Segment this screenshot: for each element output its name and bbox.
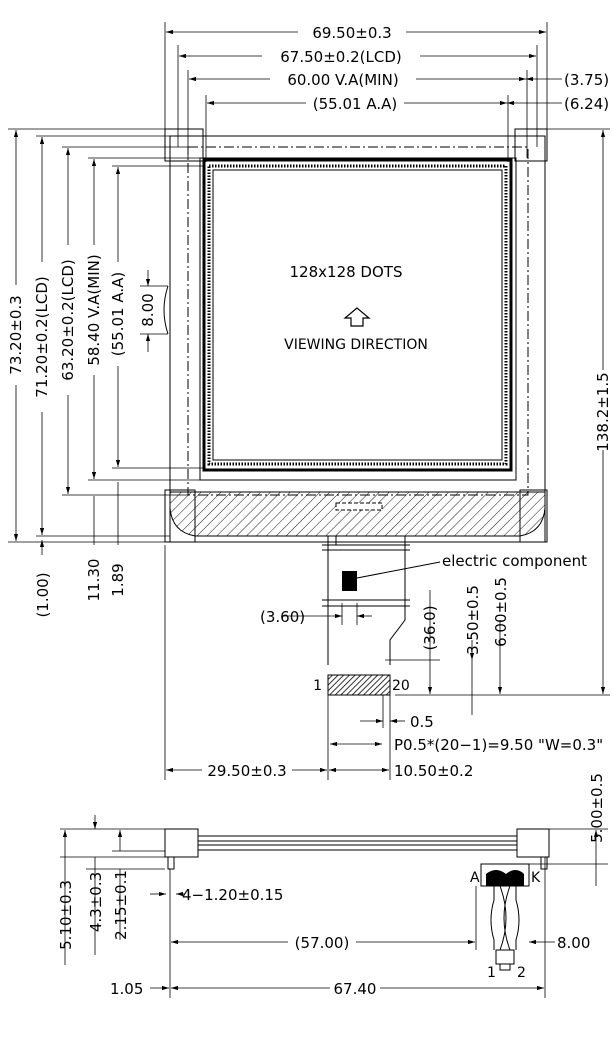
dim-offset-189: 1.89 xyxy=(109,563,127,596)
display-dots-label: 128x128 DOTS xyxy=(290,263,403,281)
dim-notch-800: 8.00 xyxy=(139,293,157,326)
dim-side-510: 5.10±0.3 xyxy=(57,880,75,950)
dim-total-height: 138.2±1.5 xyxy=(594,372,612,451)
electric-component-label: electric component xyxy=(442,552,587,570)
dim-600: 6.00±0.5 xyxy=(492,577,510,647)
dim-lcd-width: 67.50±0.2(LCD) xyxy=(280,48,401,66)
dim-va-width: 60.00 V.A(MIN) xyxy=(287,71,398,89)
dim-side-6740: 67.40 xyxy=(334,980,377,998)
dim-side-43: 4.3±0.3 xyxy=(87,872,105,932)
left-dimensions: 73.20±0.3 71.20±0.2(LCD) 63.20±0.2(LCD) … xyxy=(6,128,204,618)
dim-fpc-360-height: (36.0) xyxy=(421,605,439,650)
electric-component xyxy=(342,571,357,591)
dim-side-500: 5.00±0.5 xyxy=(588,773,606,843)
front-view: 128x128 DOTS VIEWING DIRECTION electric … xyxy=(6,22,613,780)
dim-holes: 4−1.20±0.15 xyxy=(182,886,283,904)
pitch-dimensions: 0.5 P0.5*(20−1)=9.50 "W=0.3" 29.50±0.3 1… xyxy=(164,545,603,780)
module-outline xyxy=(169,135,546,543)
viewing-direction-label: VIEWING DIRECTION xyxy=(284,337,428,353)
dim-side-215: 2.15±0.1 xyxy=(112,870,130,940)
glass-ledge xyxy=(169,491,546,537)
top-dimensions: 69.50±0.3 67.50±0.2(LCD) 60.00 V.A(MIN) … xyxy=(164,22,609,162)
dim-offset-375: (3.75) xyxy=(564,71,609,89)
pin-last-label: 20 xyxy=(392,678,410,694)
anode-label: A xyxy=(470,870,480,886)
dim-fpc-left-offset: 29.50±0.3 xyxy=(207,762,286,780)
dim-350: 3.50±0.5 xyxy=(464,585,482,655)
dim-lcd-height: 63.20±0.2(LCD) xyxy=(59,259,77,380)
dim-va-height: 58.40 V.A(MIN) xyxy=(85,254,103,365)
dim-lcd-total-height: 71.20±0.2(LCD) xyxy=(33,276,51,397)
tab-top-left xyxy=(164,128,204,162)
dim-offset-1130: 11.30 xyxy=(85,559,103,602)
dim-pitch: 0.5 xyxy=(410,713,434,731)
viewing-direction-arrow-icon xyxy=(343,307,371,327)
fpc-cable: electric component 1 20 xyxy=(313,536,587,696)
dim-aa-height: (55.01 A.A) xyxy=(109,272,127,356)
dim-side-800: 8.00 xyxy=(557,934,590,952)
dim-side-5700: (57.00) xyxy=(295,934,350,952)
dim-pitch-formula: P0.5*(20−1)=9.50 "W=0.3" xyxy=(394,736,603,754)
dim-360-width: (3.60) xyxy=(260,608,305,626)
cathode-label: K xyxy=(531,870,541,886)
tab-top-right xyxy=(514,128,548,162)
lcd-outline xyxy=(187,146,529,496)
pin-first-label: 1 xyxy=(313,678,322,694)
dim-outline-width: 69.50±0.3 xyxy=(312,24,391,42)
viewing-area xyxy=(199,157,517,481)
dim-fpc-width: 10.50±0.2 xyxy=(394,762,473,780)
side-view: A K 1 2 5.10±0.3 4.3±0.3 2.15±0.1 4−1.20… xyxy=(57,773,608,998)
right-dimensions: 138.2±1.5 (36.0) 3.50±0.5 6.00±0.5 xyxy=(385,128,613,715)
fpc-connector xyxy=(327,674,391,696)
dim-offset-100: (1.00) xyxy=(34,572,52,617)
dim-side-105: 1.05 xyxy=(110,980,143,998)
led-pin-2: 2 xyxy=(517,965,526,981)
dim-aa-width: (55.01 A.A) xyxy=(313,95,397,113)
dim-offset-624: (6.24) xyxy=(564,95,609,113)
led-pin-1: 1 xyxy=(487,965,496,981)
dim-outline-height: 73.20±0.3 xyxy=(7,295,25,374)
